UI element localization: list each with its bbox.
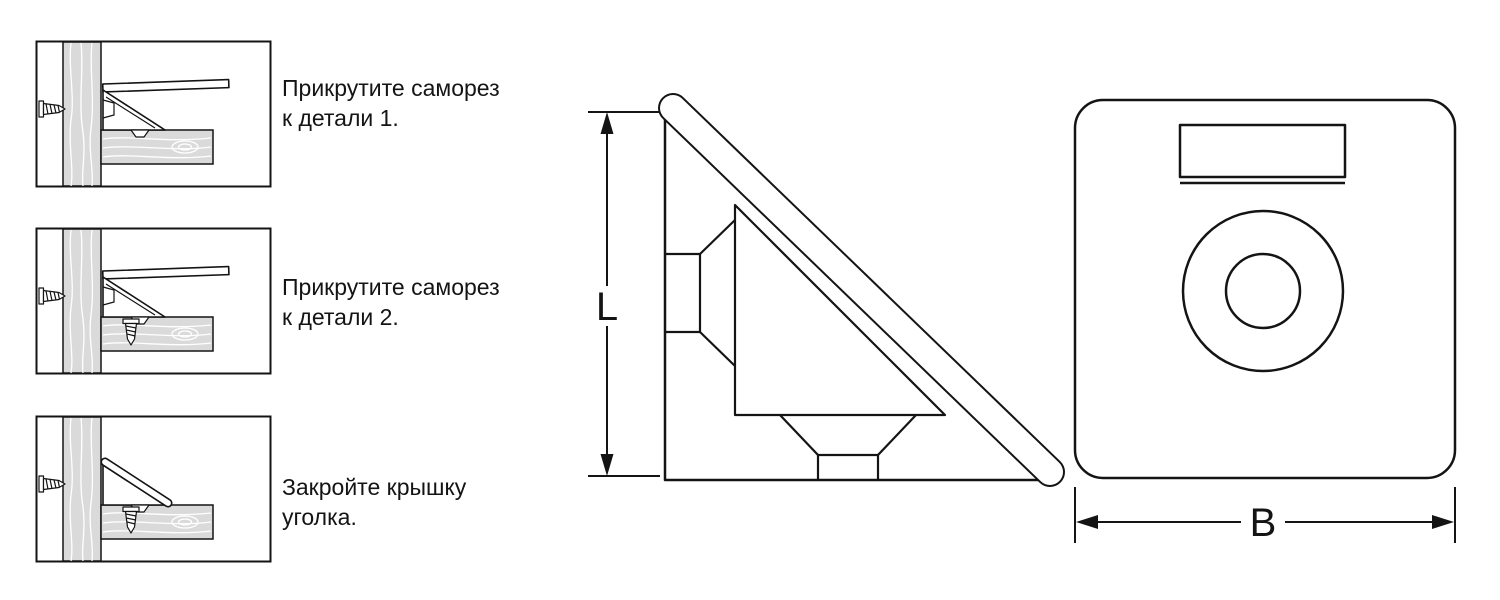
dimension-L-label: L — [596, 285, 618, 329]
bottom-hole-boss — [130, 129, 150, 138]
step-1-illustration — [35, 40, 272, 188]
wood-knot — [171, 515, 199, 529]
wood-grain-line — [102, 530, 212, 534]
wood-knot — [171, 140, 199, 154]
step-2-label-line1: Прикрутите саморез — [282, 274, 500, 300]
screw-thread — [45, 103, 61, 115]
step-2-label-line2: к детали 2. — [282, 304, 399, 330]
step-2-illustration — [35, 227, 272, 375]
arrowhead-down — [600, 454, 614, 476]
side-screw-hole — [665, 219, 736, 367]
arrowhead-right — [1432, 515, 1454, 529]
bracket-front-view — [1073, 98, 1457, 480]
step-3-illustration — [35, 415, 272, 563]
step-2-label: Прикрутите саморез к детали 2. — [282, 272, 500, 332]
step-3-label: Закройте крышку уголка. — [282, 472, 466, 532]
step-3-label-line2: уголка. — [282, 504, 357, 530]
wood-grain-line — [102, 521, 212, 525]
horizontal-wood-panel — [100, 316, 214, 352]
wood-grain-line — [102, 146, 212, 150]
vertical-wood-panel — [62, 41, 102, 187]
screw-shank — [124, 322, 138, 346]
screw-hole-inner-circle — [1224, 252, 1302, 330]
screw-head — [38, 475, 45, 493]
screw-horizontal-icon — [38, 100, 66, 118]
screw-thread — [125, 325, 137, 337]
horizontal-wood-panel — [100, 129, 214, 165]
screw-horizontal-icon — [38, 475, 66, 493]
arrowhead-up — [600, 112, 614, 134]
bracket-cover-open — [101, 78, 230, 93]
screw-hole-profile — [102, 286, 115, 306]
wood-grain-line — [80, 417, 85, 562]
screw-head — [38, 287, 45, 305]
wood-grain-line — [80, 42, 85, 187]
step-3-label-line1: Закройте крышку — [282, 474, 467, 500]
step-1-label-line2: к детали 1. — [282, 105, 399, 131]
horizontal-wood-panel — [100, 504, 214, 540]
wood-grain-line — [69, 229, 73, 374]
cover-latch-slot — [1178, 123, 1347, 179]
wood-grain-line — [89, 42, 94, 187]
wood-knot — [177, 330, 193, 338]
cover-plate — [101, 265, 230, 280]
cover-strip — [660, 95, 1063, 485]
vertical-wood-panel — [62, 416, 102, 562]
screw-vertical-icon — [122, 318, 140, 346]
wood-grain-line — [80, 229, 85, 374]
bracket-inner-edge — [105, 283, 156, 316]
screw-hole-profile — [102, 99, 115, 119]
side-view-drawing: L — [588, 93, 1065, 487]
screw-head — [38, 100, 45, 118]
bracket-front-outline — [1073, 98, 1457, 480]
vertical-wood-panel — [62, 228, 102, 374]
wood-grain-line — [102, 137, 212, 141]
bracket-side-view — [658, 93, 1065, 487]
bracket-inner-edge — [105, 96, 156, 129]
dimension-B: B — [1074, 487, 1456, 545]
wood-grain-line — [102, 324, 212, 328]
bottom-screw-hole — [779, 414, 917, 480]
front-view-drawing: B — [1073, 98, 1457, 545]
dimension-L: L — [588, 111, 660, 477]
step-1-label-line1: Прикрутите саморез — [282, 75, 500, 101]
screw-horizontal-icon — [38, 287, 66, 305]
corner-bracket — [102, 89, 166, 138]
screw-thread — [45, 290, 61, 302]
wood-knot — [177, 518, 193, 526]
wood-grain-line — [102, 342, 212, 346]
screw-thread — [45, 478, 61, 490]
corner-bracket-closed — [100, 457, 173, 513]
screw-shank — [124, 510, 138, 534]
wood-knot — [171, 327, 199, 341]
arrowhead-left — [1076, 515, 1098, 529]
bracket-cover-open — [101, 265, 230, 280]
wood-knot — [177, 143, 193, 151]
wood-grain-line — [102, 155, 212, 159]
inner-rib-triangle — [733, 203, 947, 417]
wood-grain-line — [102, 333, 212, 337]
screw-thread — [125, 513, 137, 525]
screw-head — [122, 506, 140, 513]
screw-head — [122, 318, 140, 325]
wood-grain-line — [89, 229, 94, 374]
wood-grain-line — [102, 512, 212, 516]
cover-plate-closed — [102, 459, 171, 506]
wood-grain-line — [69, 417, 73, 562]
step-1-label: Прикрутите саморез к детали 1. — [282, 73, 500, 133]
dimension-B-label: B — [1250, 501, 1277, 545]
screw-hole-outer-circle — [1181, 209, 1345, 373]
cover-plate — [101, 78, 230, 93]
wood-grain-line — [69, 42, 73, 187]
wood-grain-line — [89, 417, 94, 562]
screw-vertical-icon — [122, 506, 140, 534]
